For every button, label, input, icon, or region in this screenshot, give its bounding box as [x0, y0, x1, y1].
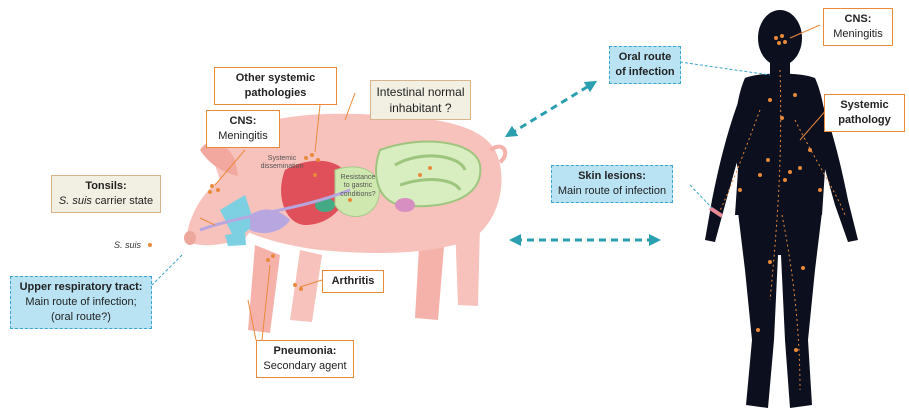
tonsils-italic: S. suis [59, 195, 92, 207]
other-systemic-line2: pathologies [220, 86, 331, 101]
resistance-line2: to gastric [336, 182, 380, 190]
systemic-dissemination-line1: Systemic [254, 155, 310, 163]
arthritis-label: Arthritis [322, 270, 384, 293]
tonsils-title: Tonsils: [57, 179, 155, 194]
resistance-line3: conditions? [336, 191, 380, 199]
pig-cns-text: Meningitis [212, 129, 274, 144]
upper-resp-line2: (oral route?) [16, 310, 146, 325]
pig-cns-label: CNS: Meningitis [206, 110, 280, 148]
arthritis-text: Arthritis [328, 274, 378, 289]
tonsils-rest: carrier state [92, 195, 153, 207]
pneumonia-text: Secondary agent [262, 359, 348, 374]
oral-route-line2: of infection [615, 65, 675, 80]
skin-text: Main route of infection [557, 184, 667, 199]
tonsils-label: Tonsils: S. suis carrier state [51, 175, 161, 213]
pneumonia-label: Pneumonia: Secondary agent [256, 340, 354, 378]
pig-cns-title: CNS: [212, 114, 274, 129]
oral-route-label: Oral route of infection [609, 46, 681, 84]
human-silhouette [705, 10, 858, 408]
resistance-label: Resistance to gastric conditions? [336, 174, 380, 199]
s-suis-label: S. suis [114, 240, 141, 251]
human-cns-title: CNS: [829, 12, 887, 27]
upper-arrow [510, 84, 592, 134]
upper-resp-title: Upper respiratory tract: [16, 280, 146, 295]
intestinal-label: Intestinal normal inhabitant ? [370, 80, 471, 120]
systemic-dissemination-line2: dissemination [254, 163, 310, 171]
resistance-line1: Resistance [336, 174, 380, 182]
other-systemic-label: Other systemic pathologies [214, 67, 337, 105]
upper-resp-line1: Main route of infection; [16, 295, 146, 310]
human-cns-text: Meningitis [829, 27, 887, 42]
skin-title: Skin lesions: [557, 169, 667, 184]
systemic-pathology-label: Systemic pathology [824, 94, 905, 132]
oral-route-line1: Oral route [615, 50, 675, 65]
pig-illustration [148, 93, 505, 340]
human-cns-label: CNS: Meningitis [823, 8, 893, 46]
other-systemic-line1: Other systemic [220, 71, 331, 86]
intestinal-line2: inhabitant ? [376, 100, 465, 116]
skin-lesions-label: Skin lesions: Main route of infection [551, 165, 673, 203]
intestinal-line1: Intestinal normal [376, 84, 465, 100]
systemic-line1: Systemic [830, 98, 899, 113]
tonsils-text: S. suis carrier state [57, 194, 155, 209]
pneumonia-title: Pneumonia: [262, 344, 348, 359]
systemic-dissemination-label: Systemic dissemination [254, 155, 310, 172]
systemic-line2: pathology [830, 113, 899, 128]
upper-respiratory-label: Upper respiratory tract: Main route of i… [10, 276, 152, 329]
